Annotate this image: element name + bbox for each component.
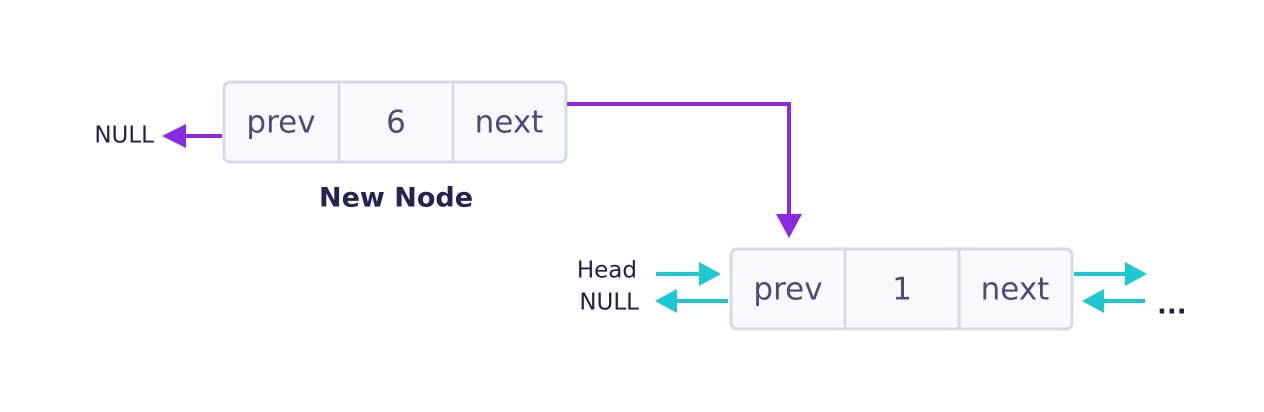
new-node-null-label: NULL xyxy=(94,123,154,149)
head-next-arrow xyxy=(1074,262,1147,286)
new-node-prev-arrow xyxy=(162,124,222,148)
new-node-next-arrow xyxy=(567,102,802,238)
head-label: Head xyxy=(577,258,637,284)
arrow-right-icon xyxy=(1125,262,1147,286)
head-prev-null-arrow xyxy=(655,289,728,313)
new-node-caption: New Node xyxy=(319,183,473,214)
arrow-left-icon xyxy=(655,289,677,313)
new-node-next-label: next xyxy=(475,105,544,141)
new-node-box xyxy=(222,80,568,164)
new-node-value: 6 xyxy=(386,105,406,141)
head-node-box xyxy=(729,247,1074,331)
head-node-null-label: NULL xyxy=(579,290,639,316)
new-node-prev-label: prev xyxy=(246,105,315,141)
head-node-value: 1 xyxy=(892,272,912,308)
head-node: prev 1 next xyxy=(729,247,1074,331)
arrow-down-icon xyxy=(776,214,802,238)
head-node-next-label: next xyxy=(981,272,1050,308)
list-continuation: ... xyxy=(1157,291,1187,321)
rest-prev-arrow xyxy=(1082,289,1145,313)
arrow-right-icon xyxy=(699,262,721,286)
head-node-prev-label: prev xyxy=(753,272,822,308)
new-node: prev 6 next xyxy=(222,80,568,164)
arrow-left-icon xyxy=(1082,289,1104,313)
arrow-left-icon xyxy=(162,124,186,148)
head-pointer-arrow xyxy=(656,262,721,286)
